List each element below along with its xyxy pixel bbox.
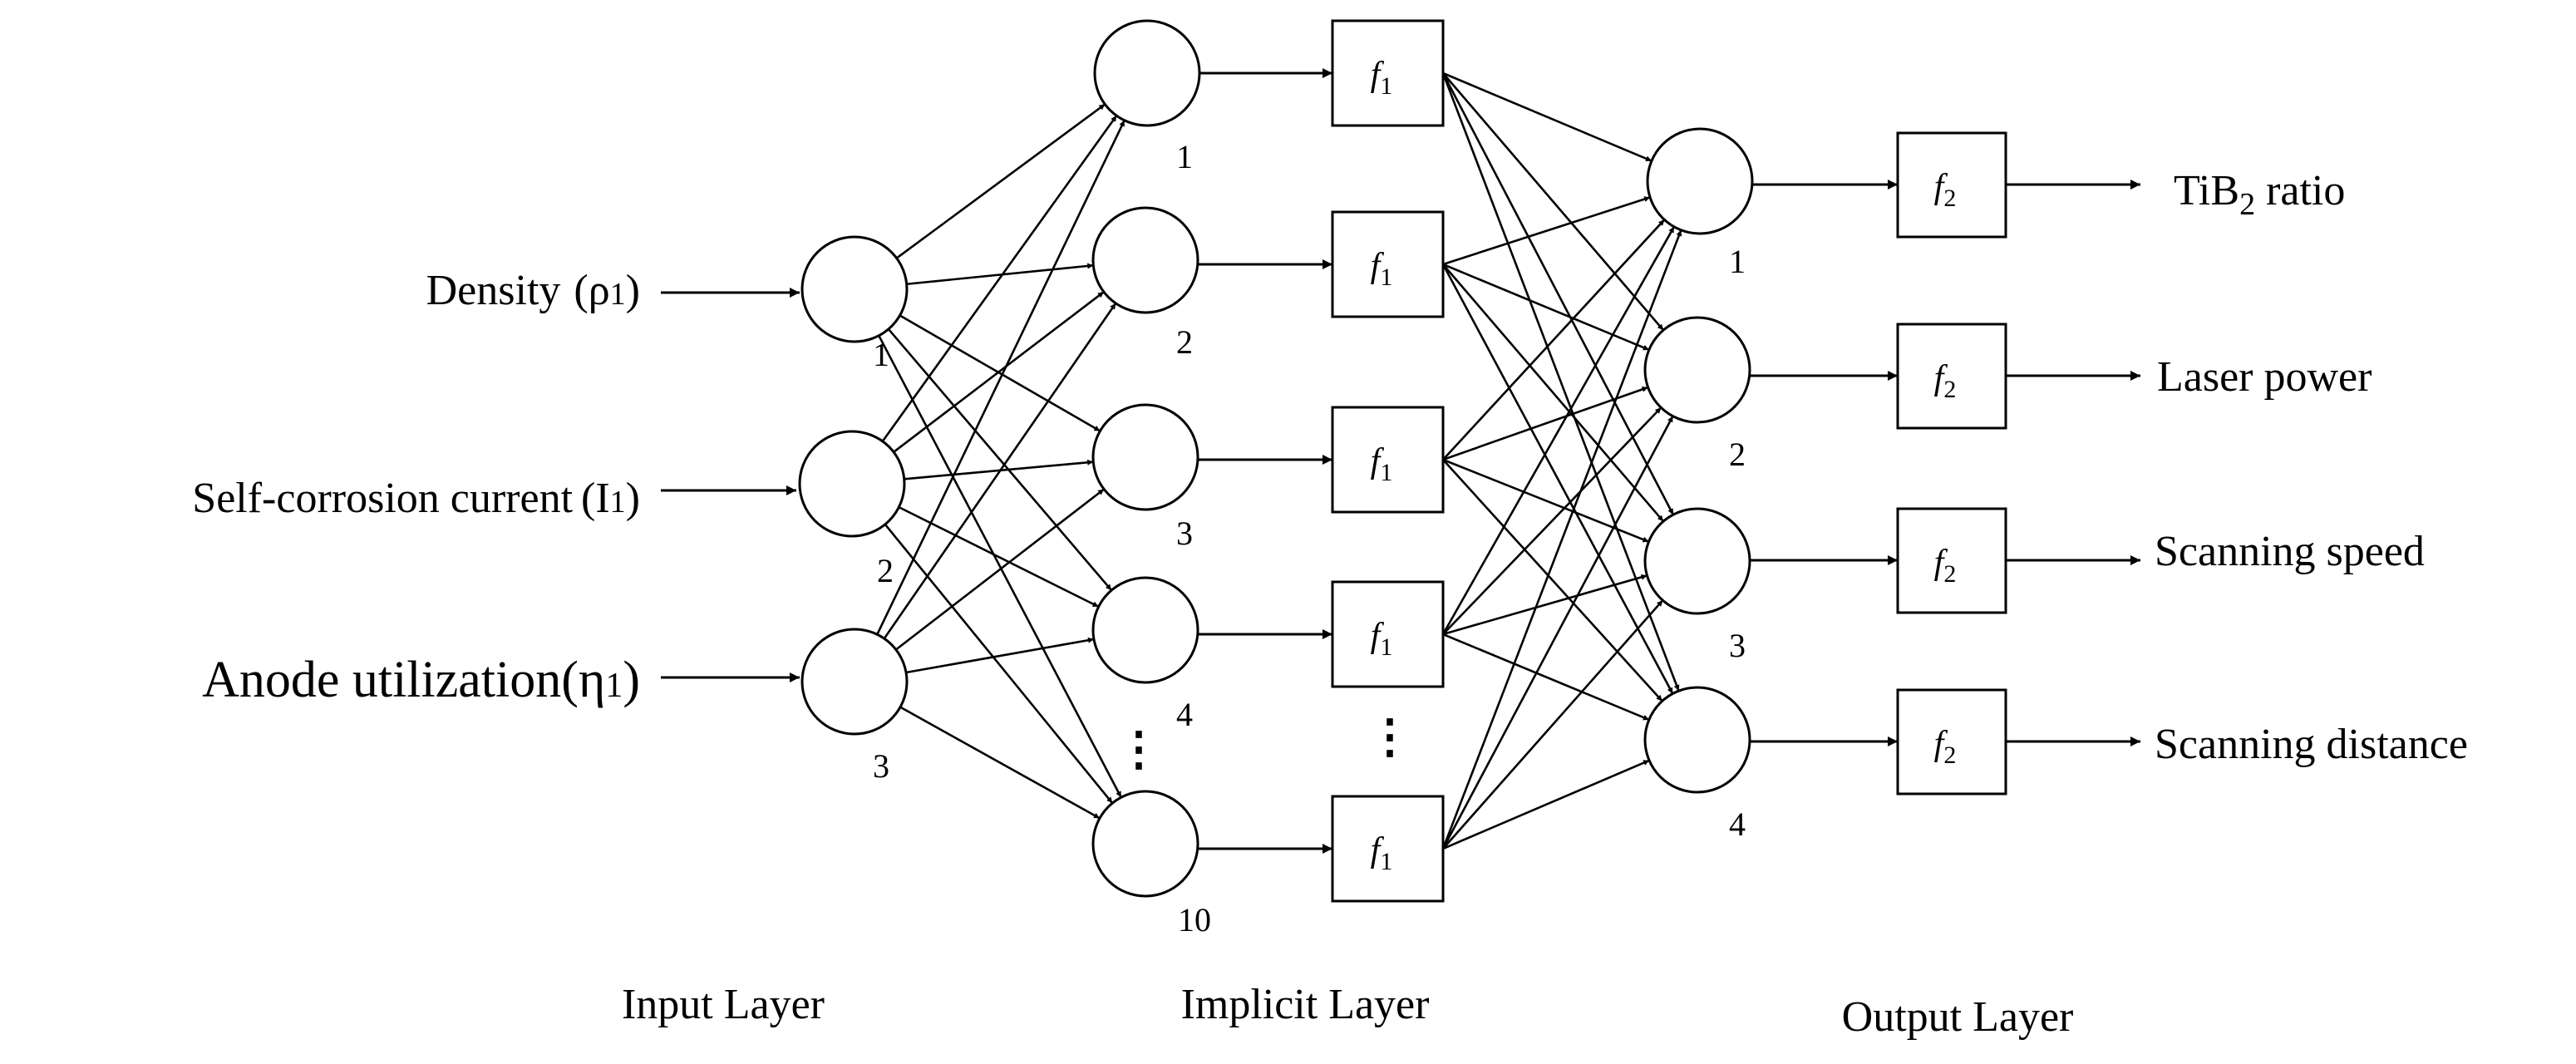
output-node-number: 4 [1729, 805, 1746, 843]
input-node-2 [798, 430, 906, 538]
input-label-anode-utilization: Anode utilization(η1) [202, 652, 640, 708]
implicit-layer: 1 2 3 4 10 ⋮ f1 f1 f1 f1 f1 ⋮ [1091, 19, 1445, 938]
input-layer: 1 2 3 Density(ρ1) Self-corrosion current… [192, 235, 909, 785]
output-node-number: 3 [1729, 627, 1746, 664]
input-hidden-edge [905, 637, 1095, 674]
input-hidden-edge [887, 328, 1113, 591]
input-hidden-edge [878, 335, 1122, 798]
hidden-node-number: 10 [1178, 901, 1211, 938]
output-layer: 1 2 3 4 f2 f2 f2 f2 TiB2 ratio Laser pow… [1643, 127, 2468, 843]
input-node-1 [800, 235, 909, 343]
input-node-3 [800, 628, 909, 736]
f1-box-2 [1331, 210, 1445, 318]
hidden-output-edge [1441, 72, 1680, 692]
hidden-output-edge [1442, 263, 1650, 352]
input-hidden-edge [895, 103, 1106, 259]
f2-box-1 [1896, 131, 2007, 239]
f1-box-1 [1331, 19, 1445, 127]
output-layer-caption: Output Layer [1842, 993, 2074, 1041]
hidden-output-edge [1442, 219, 1666, 461]
hidden-output-edge [1442, 759, 1650, 850]
output-label-laser-power: Laser power [2157, 353, 2372, 401]
hidden-output-edge [1442, 406, 1662, 635]
implicit-layer-caption: Implicit Layer [1181, 981, 1430, 1028]
input-label-density: Density(ρ1) [426, 267, 640, 314]
input-label-self-corrosion-current: Self-corrosion current(I1) [192, 475, 640, 522]
hidden-output-edge [1441, 416, 1674, 850]
hidden-output-edge [1441, 229, 1682, 850]
hidden-node-number: 4 [1176, 696, 1193, 733]
hidden-output-edge [1442, 386, 1649, 461]
input-hidden-edge [883, 303, 1117, 639]
output-label-scanning-distance: Scanning distance [2155, 721, 2468, 768]
output-node-2 [1643, 316, 1751, 424]
hidden-node-3 [1091, 403, 1199, 511]
input-hidden-edge [899, 314, 1101, 432]
input-hidden-edge [899, 706, 1101, 820]
hidden-output-edge [1442, 574, 1648, 636]
input-hidden-edge [876, 120, 1125, 635]
input-hidden-edge [906, 263, 1094, 286]
input-layer-caption: Input Layer [622, 981, 825, 1028]
f1-ellipsis: ⋮ [1367, 712, 1413, 763]
output-node-4 [1643, 686, 1751, 794]
hidden-output-edge [1442, 72, 1664, 332]
f1-box-10 [1331, 795, 1445, 903]
output-label-tib2-ratio: TiB2 ratio [2174, 167, 2345, 222]
input-hidden-edge [884, 524, 1114, 804]
input-hidden-edge [898, 505, 1100, 608]
hidden-output-edge [1442, 71, 1652, 162]
f1-box-3 [1331, 406, 1445, 514]
connection-edges [876, 71, 1682, 850]
hidden-node-1 [1093, 19, 1201, 127]
output-node-1 [1646, 127, 1754, 235]
input-node-number: 1 [873, 336, 889, 373]
input-node-number: 2 [877, 552, 894, 589]
output-label-scanning-speed: Scanning speed [2155, 528, 2425, 575]
f2-box-2 [1896, 323, 2007, 430]
hidden-ellipsis: ⋮ [1116, 724, 1162, 776]
input-node-number: 3 [873, 747, 889, 785]
hidden-node-number: 2 [1176, 323, 1193, 361]
hidden-node-number: 3 [1176, 515, 1193, 552]
hidden-output-edge [1442, 196, 1651, 266]
output-node-number: 1 [1729, 243, 1746, 280]
hidden-output-edge [1441, 264, 1674, 695]
hidden-output-edge [1442, 458, 1649, 543]
hidden-node-4 [1091, 576, 1199, 684]
output-node-number: 2 [1729, 436, 1746, 473]
hidden-output-edge [1442, 599, 1664, 850]
hidden-output-edge [1442, 264, 1664, 523]
output-node-3 [1643, 507, 1751, 615]
hidden-output-edge [1441, 226, 1676, 635]
hidden-output-edge [1441, 72, 1675, 515]
f2-box-3 [1896, 507, 2007, 614]
hidden-node-number: 1 [1176, 138, 1193, 175]
hidden-node-2 [1091, 206, 1199, 314]
input-hidden-edge [904, 459, 1094, 480]
hidden-output-edge [1442, 459, 1663, 702]
flow-arrows [661, 68, 2140, 854]
input-hidden-edge [881, 115, 1118, 442]
hidden-node-10 [1091, 790, 1199, 898]
f2-box-4 [1896, 688, 2007, 796]
hidden-output-edge [1442, 633, 1650, 722]
f1-box-4 [1331, 580, 1445, 688]
input-hidden-edge [893, 291, 1105, 453]
input-hidden-edge [895, 488, 1105, 651]
